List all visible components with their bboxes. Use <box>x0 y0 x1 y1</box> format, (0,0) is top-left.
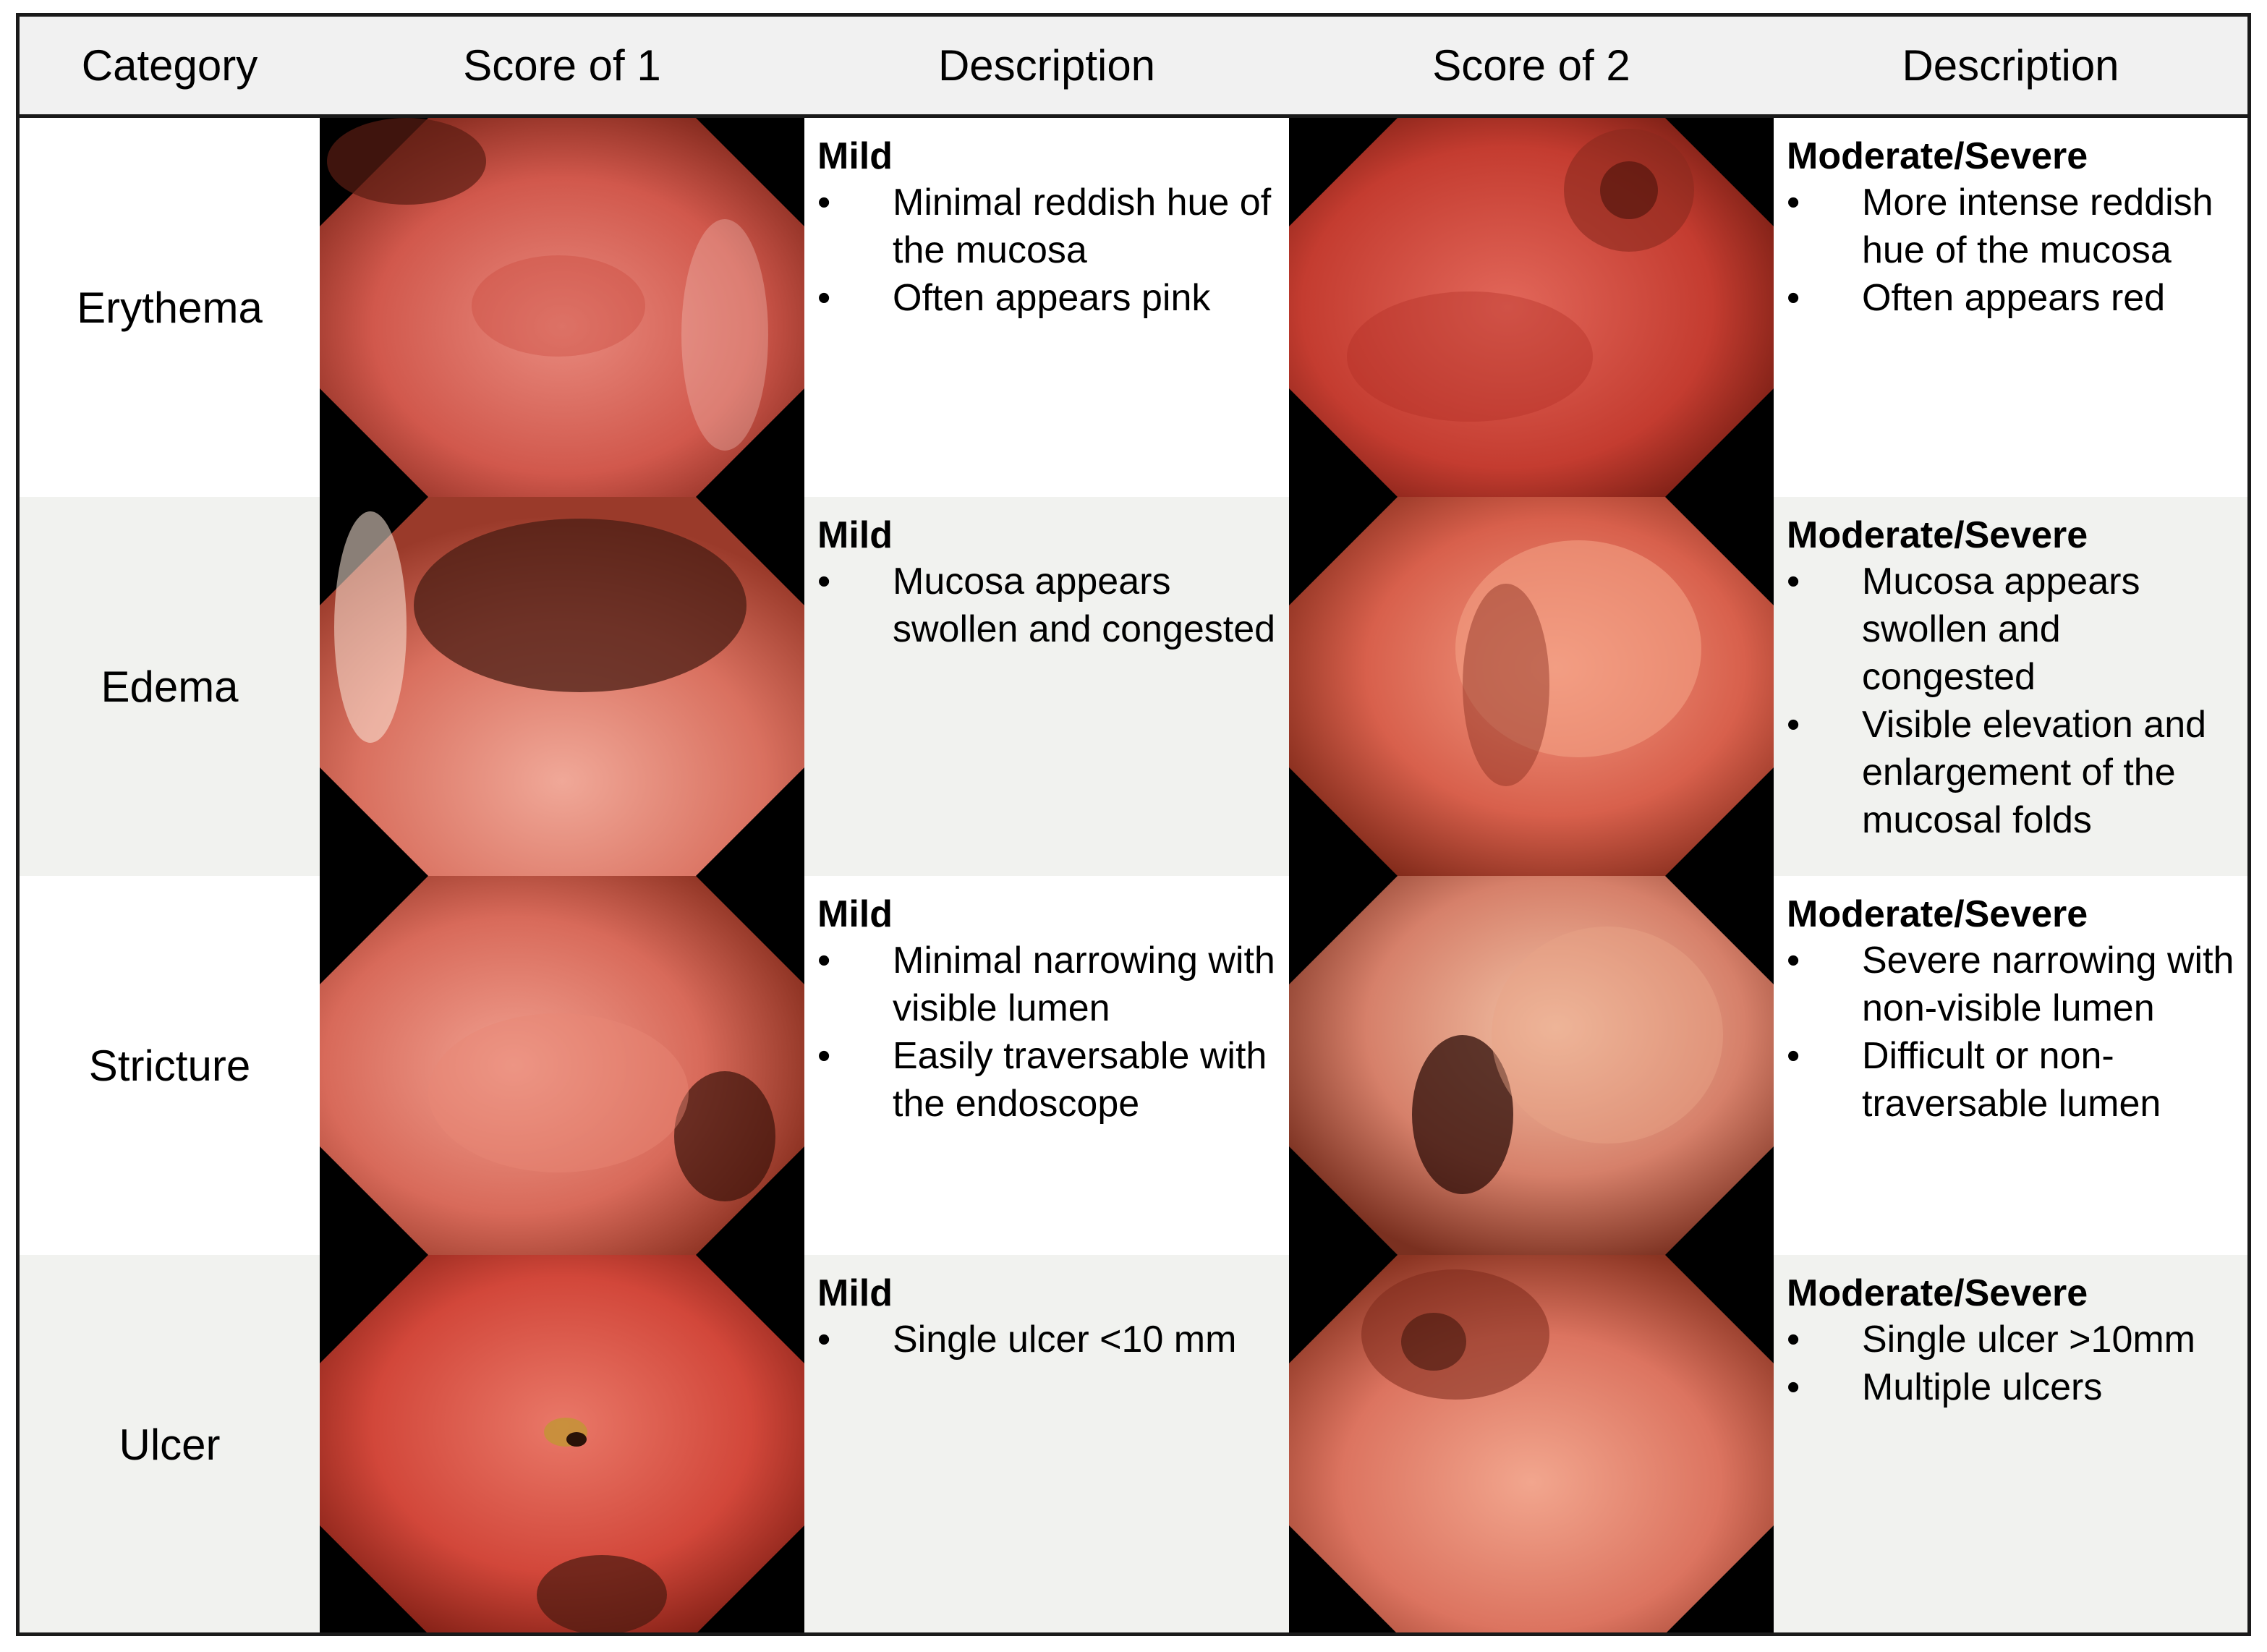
bullet-item: More intense reddish hue of the mucosa <box>1787 179 2240 274</box>
description-erythema-score-1: Mild Minimal reddish hue of the mucosa O… <box>804 118 1289 497</box>
endoscopy-image-ulcer-score-1 <box>320 1255 804 1632</box>
bullet-item: Often appears pink <box>817 274 1282 322</box>
description-ulcer-score-1: Mild Single ulcer <10 mm <box>804 1255 1289 1632</box>
bullet-item: Often appears red <box>1787 274 2240 322</box>
category-cell: Ulcer <box>119 1420 221 1469</box>
endoscopy-image-stricture-score-2 <box>1289 876 1774 1255</box>
grade-label: Moderate/Severe <box>1787 514 2088 556</box>
table-row-edema: Edema Mild Mucosa appears swollen and co… <box>20 497 2247 876</box>
description-ulcer-score-2: Moderate/Severe Single ulcer >10mm Multi… <box>1774 1255 2247 1632</box>
grade-label: Moderate/Severe <box>1787 893 2088 935</box>
endoscopy-image-erythema-score-1 <box>320 118 804 497</box>
description-stricture-score-2: Moderate/Severe Severe narrowing with no… <box>1774 876 2247 1255</box>
bullet-list: Mucosa appears swollen and congested Vis… <box>1787 558 2240 844</box>
description-edema-score-2: Moderate/Severe Mucosa appears swollen a… <box>1774 497 2247 876</box>
grade-label: Mild <box>817 1272 893 1314</box>
bullet-list: Minimal narrowing with visible lumen Eas… <box>817 937 1282 1128</box>
header-description-2: Description <box>1902 41 2119 90</box>
bullet-item: Mucosa appears swollen and congested <box>1787 558 2240 701</box>
header-score-2: Score of 2 <box>1432 41 1630 90</box>
category-cell: Erythema <box>77 283 263 332</box>
endoscopy-image-edema-score-1 <box>320 497 804 876</box>
description-stricture-score-1: Mild Minimal narrowing with visible lume… <box>804 876 1289 1255</box>
description-erythema-score-2: Moderate/Severe More intense reddish hue… <box>1774 118 2247 497</box>
table-row-ulcer: Ulcer Mild Single ulcer <10 mm <box>20 1255 2247 1632</box>
bullet-list: Single ulcer <10 mm <box>817 1316 1282 1363</box>
bullet-list: Single ulcer >10mm Multiple ulcers <box>1787 1316 2240 1411</box>
bullet-list: Mucosa appears swollen and congested <box>817 558 1282 653</box>
scoring-table: Category Score of 1 Description Score of… <box>16 13 2251 1636</box>
bullet-item: Single ulcer >10mm <box>1787 1316 2240 1363</box>
bullet-item: Minimal narrowing with visible lumen <box>817 937 1282 1032</box>
header-score-1: Score of 1 <box>463 41 661 90</box>
table-row-stricture: Stricture Mild Minimal narrowing with vi… <box>20 876 2247 1255</box>
grade-label: Mild <box>817 893 893 935</box>
bullet-list: Severe narrowing with non-visible lumen … <box>1787 937 2240 1128</box>
endoscopy-image-stricture-score-1 <box>320 876 804 1255</box>
bullet-item: Minimal reddish hue of the mucosa <box>817 179 1282 274</box>
bullet-item: Single ulcer <10 mm <box>817 1316 1282 1363</box>
bullet-list: More intense reddish hue of the mucosa O… <box>1787 179 2240 322</box>
endoscopy-image-erythema-score-2 <box>1289 118 1774 497</box>
grade-label: Moderate/Severe <box>1787 135 2088 177</box>
bullet-item: Multiple ulcers <box>1787 1363 2240 1411</box>
endoscopy-image-edema-score-2 <box>1289 497 1774 876</box>
bullet-item: Difficult or non-traversable lumen <box>1787 1032 2240 1128</box>
bullet-list: Minimal reddish hue of the mucosa Often … <box>817 179 1282 322</box>
grade-label: Mild <box>817 135 893 177</box>
grade-label: Mild <box>817 514 893 556</box>
bullet-item: Visible elevation and enlargement of the… <box>1787 701 2240 844</box>
endoscopy-image-ulcer-score-2 <box>1289 1255 1774 1632</box>
description-edema-score-1: Mild Mucosa appears swollen and congeste… <box>804 497 1289 876</box>
table-row-erythema: Erythema Mild Minimal reddish hue of the… <box>20 118 2247 497</box>
header-description-1: Description <box>937 41 1156 90</box>
bullet-item: Mucosa appears swollen and congested <box>817 558 1282 653</box>
category-cell: Stricture <box>88 1041 251 1090</box>
bullet-item: Easily traversable with the endoscope <box>817 1032 1282 1128</box>
bullet-item: Severe narrowing with non-visible lumen <box>1787 937 2240 1032</box>
grade-label: Moderate/Severe <box>1787 1272 2088 1314</box>
category-cell: Edema <box>101 662 239 711</box>
table-header: Category Score of 1 Description Score of… <box>20 17 2247 118</box>
header-category: Category <box>81 41 258 90</box>
